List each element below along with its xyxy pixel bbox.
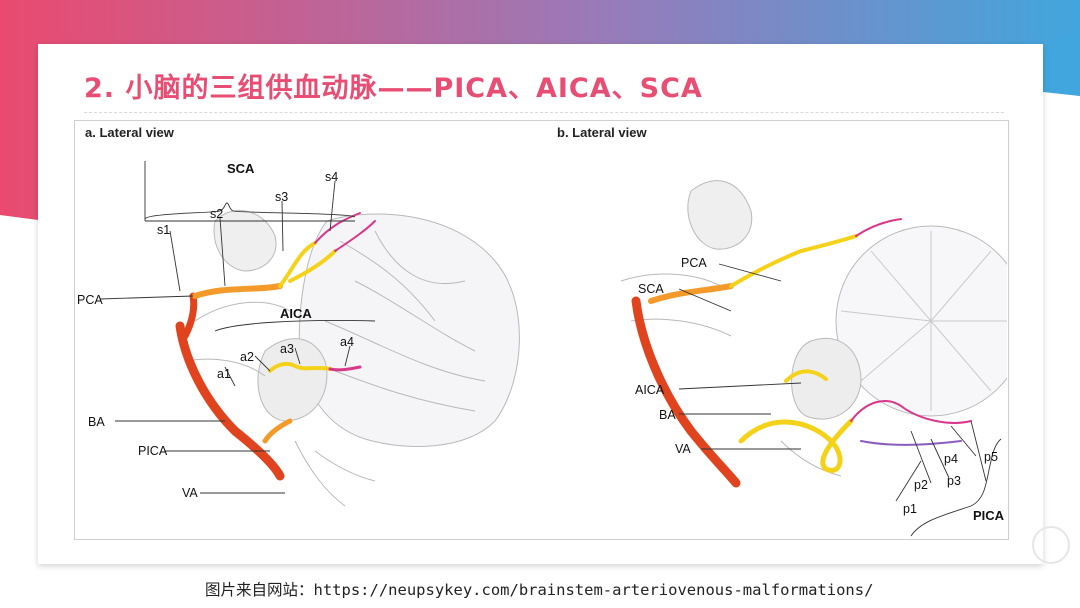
- title-divider: [84, 112, 1004, 113]
- caption-prefix: 图片来自网站：: [205, 581, 314, 599]
- label-s1: s1: [157, 223, 170, 237]
- label-a2: a2: [240, 350, 254, 364]
- label-aica-a: AICA: [280, 306, 312, 321]
- label-va-a: VA: [182, 486, 198, 500]
- label-a4: a4: [340, 335, 354, 349]
- panel-b-heading: b. Lateral view: [557, 125, 647, 140]
- label-aica-b: AICA: [635, 383, 665, 397]
- label-p3: p3: [947, 474, 961, 488]
- label-a3: a3: [280, 342, 294, 356]
- panel-a-heading: a. Lateral view: [85, 125, 174, 140]
- panel-a-arteries: [175, 212, 376, 481]
- anatomy-figure: a. Lateral view b. Lateral view: [74, 120, 1009, 540]
- label-s3: s3: [275, 190, 288, 204]
- label-p1: p1: [903, 502, 917, 516]
- panel-b-leader-lines: [678, 263, 1002, 537]
- panel-a-leader-lines: [99, 161, 376, 494]
- panel-a-cerebellum-drawing: [184, 209, 520, 507]
- label-ba-a: BA: [88, 415, 105, 429]
- label-s2: s2: [210, 207, 223, 221]
- label-sca-a: SCA: [227, 161, 255, 176]
- label-p4: p4: [944, 452, 958, 466]
- panel-a-illustration: SCA s4 s3 s2 s1 PCA AICA a3 a4 a2 a1 BA …: [77, 161, 520, 507]
- source-caption: 图片来自网站：https://neupsykey.com/brainstem-a…: [205, 578, 873, 600]
- panel-b-labels: PCA SCA AICA BA VA p4 p5 p3 p2 p1 PICA: [635, 256, 1005, 523]
- label-pca-b: PCA: [681, 256, 707, 270]
- panel-b-cerebellum-drawing: [620, 180, 1007, 477]
- label-pica-b: PICA: [973, 508, 1005, 523]
- label-sca-b: SCA: [638, 282, 664, 296]
- label-p5: p5: [984, 450, 998, 464]
- slide-title: 2. 小脑的三组供血动脉——PICA、AICA、SCA: [84, 73, 703, 104]
- label-pca-a: PCA: [77, 293, 103, 307]
- label-ba-b: BA: [659, 408, 676, 422]
- label-pica-a: PICA: [138, 444, 168, 458]
- label-va-b: VA: [675, 442, 691, 456]
- panel-b-illustration: PCA SCA AICA BA VA p4 p5 p3 p2 p1 PICA: [620, 180, 1007, 537]
- label-a1: a1: [217, 367, 231, 381]
- label-p2: p2: [914, 478, 928, 492]
- panel-b-arteries: [631, 218, 972, 488]
- caption-url[interactable]: https://neupsykey.com/brainstem-arteriov…: [313, 581, 874, 599]
- label-s4: s4: [325, 170, 338, 184]
- watermark-logo-icon: [1032, 526, 1070, 564]
- panel-a-labels: SCA s4 s3 s2 s1 PCA AICA a3 a4 a2 a1 BA …: [77, 161, 354, 500]
